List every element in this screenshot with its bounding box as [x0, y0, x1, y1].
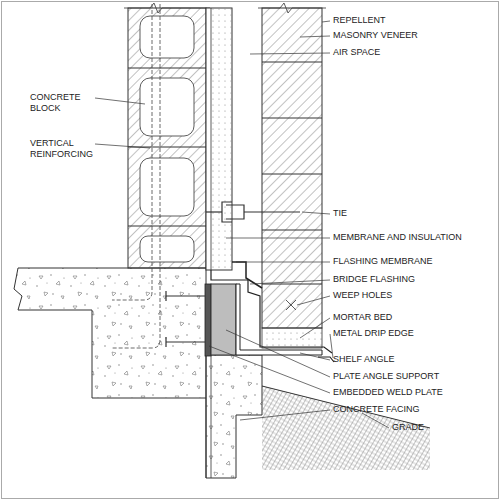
callout-label: CONCRETE FACING — [333, 404, 420, 415]
leader-line — [240, 410, 330, 420]
callout-label: CONCRETE BLOCK — [30, 92, 92, 114]
callout-label: GRADE — [392, 422, 424, 433]
leader-line — [95, 144, 150, 148]
leader-line — [236, 262, 330, 263]
leader-line — [362, 413, 389, 428]
callout-label: SHELF ANGLE — [333, 354, 395, 365]
leader-line — [300, 353, 330, 360]
callout-label: VERTICAL REINFORCING — [30, 138, 92, 160]
callout-label: FLASHING MEMBRANE — [333, 256, 433, 267]
leader-line — [250, 280, 330, 284]
leader-line — [322, 21, 330, 22]
leader-line — [250, 53, 330, 54]
callout-label: PLATE ANGLE SUPPORT — [333, 371, 439, 382]
leader-line — [95, 98, 145, 104]
callout-label: MEMBRANE AND INSULATION — [333, 232, 462, 243]
leader-line — [226, 238, 330, 239]
callout-label: TIE — [333, 208, 347, 219]
leader-line — [226, 330, 330, 377]
leader-line — [302, 212, 330, 214]
leader-line — [300, 318, 330, 338]
leader-line — [209, 346, 330, 393]
callout-label: REPELLENT — [333, 15, 386, 26]
callout-label: EMBEDDED WELD PLATE — [333, 387, 443, 398]
callout-label: MORTAR BED — [333, 312, 392, 323]
leader-line — [330, 334, 333, 358]
callout-label: MASONRY VENEER — [333, 30, 418, 41]
callout-label: AIR SPACE — [333, 47, 380, 58]
leader-line — [300, 36, 330, 37]
callout-label: WEEP HOLES — [333, 290, 392, 301]
callout-label: METAL DRIP EDGE — [333, 328, 414, 339]
leader-line — [297, 296, 330, 305]
callout-label: BRIDGE FLASHING — [333, 274, 415, 285]
